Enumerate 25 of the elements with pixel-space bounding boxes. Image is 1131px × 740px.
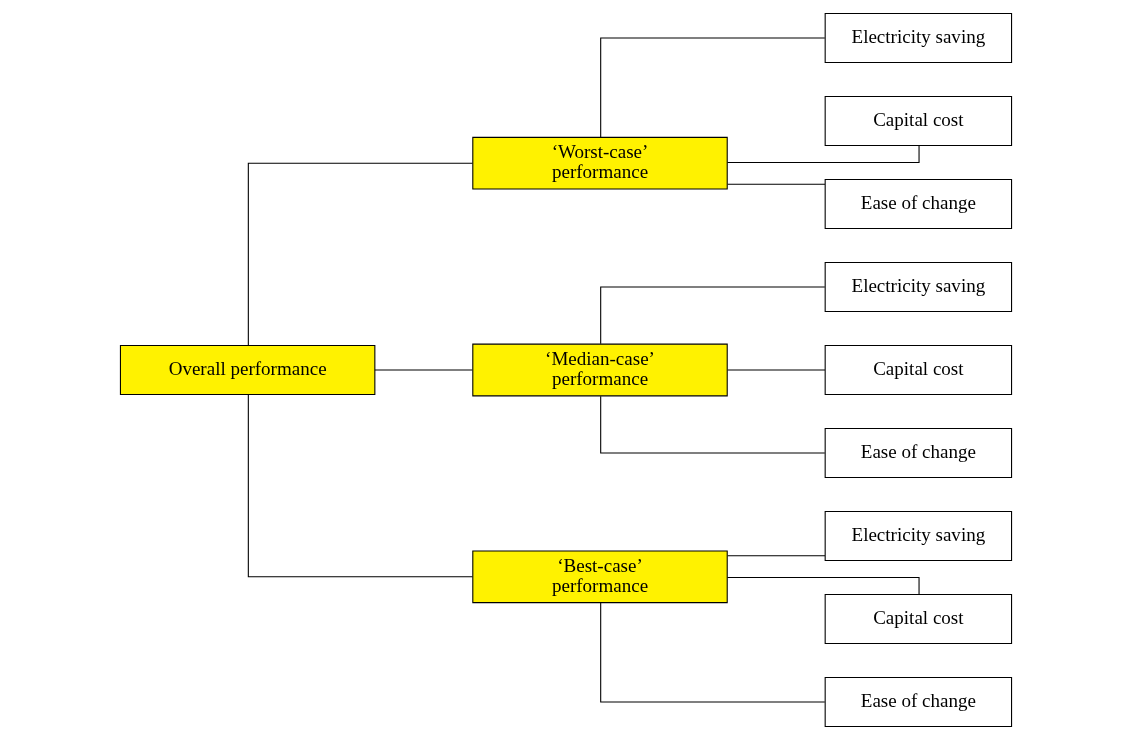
node-box: Overall performance — [119, 344, 375, 396]
connector — [247, 394, 473, 578]
node-box: Capital cost — [824, 593, 1012, 644]
node-box: ‘Median-case’ performance — [471, 343, 728, 397]
connector — [599, 395, 825, 454]
node-box: ‘Worst-case’ performance — [471, 136, 728, 190]
connector — [599, 286, 825, 345]
connector — [373, 369, 473, 371]
connector — [599, 602, 825, 703]
connector — [247, 162, 473, 346]
connector — [599, 37, 825, 138]
node-box: Ease of change — [824, 427, 1012, 479]
node-box: Electricity saving — [824, 510, 1012, 561]
node-box: Electricity saving — [824, 261, 1012, 313]
node-box: Ease of change — [824, 179, 1012, 230]
node-box: Ease of change — [824, 676, 1012, 727]
node-box: Capital cost — [824, 96, 1012, 147]
connector — [726, 369, 826, 371]
node-box: Electricity saving — [824, 13, 1012, 64]
connector — [726, 145, 920, 164]
node-box: Capital cost — [824, 344, 1012, 396]
connector — [726, 576, 920, 595]
connector — [726, 555, 826, 557]
node-box: ‘Best-case’ performance — [471, 550, 728, 604]
connector — [726, 183, 826, 185]
